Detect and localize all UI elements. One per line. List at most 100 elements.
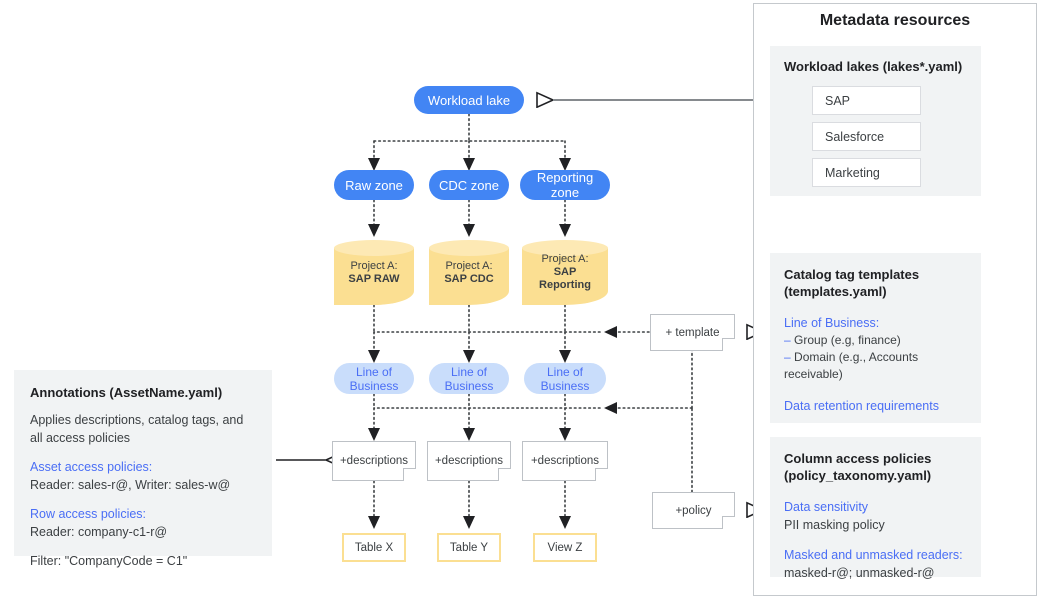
node-cdc-zone[interactable]: CDC zone: [429, 170, 509, 200]
arrowhead-template-bus: [368, 326, 617, 363]
node-descriptions-1-label: +descriptions: [339, 455, 409, 467]
node-project-sap-cdc[interactable]: Project A: SAP CDC: [429, 240, 509, 305]
node-lob-2-line1: Line of: [450, 364, 488, 379]
arrowheads-assets: [368, 516, 571, 529]
masked-readers-value: masked-r@; unmasked-r@: [784, 566, 935, 580]
annotations-panel: Annotations (AssetName.yaml) Applies des…: [14, 370, 272, 568]
node-policy-note[interactable]: +policy: [652, 492, 735, 529]
node-project-sap-reporting[interactable]: Project A: SAP Reporting: [522, 240, 608, 305]
workload-lakes-heading: Workload lakes (lakes*.yaml): [784, 59, 963, 74]
node-lob-2[interactable]: Line of Business: [429, 363, 509, 394]
node-lob-1[interactable]: Line of Business: [334, 363, 414, 394]
note-fold-edge: [722, 516, 735, 529]
node-project-sap-reporting-label: Project A: SAP Reporting: [522, 240, 608, 305]
node-project-sap-cdc-label: Project A: SAP CDC: [429, 240, 509, 305]
annotations-description-line1: Applies descriptions, catalog tags, and: [30, 413, 244, 427]
project-cdc-line1: Project A:: [445, 259, 493, 272]
connector-workloadlake-to-zones: [373, 113, 566, 161]
note-fold-edge: [498, 468, 511, 481]
bullet-mark: –: [784, 350, 791, 364]
lake-item-salesforce-label: Salesforce: [825, 129, 885, 144]
node-table-x-label: Table X: [354, 541, 394, 554]
row-access-policies-value: Reader: company-c1-r@: [30, 525, 168, 539]
node-project-sap-raw-label: Project A: SAP RAW: [334, 240, 414, 305]
template-bullet-group: – Group (e.g, finance): [784, 332, 967, 349]
data-sensitivity-label: Data sensitivity: [784, 500, 869, 514]
node-raw-zone-label: Raw zone: [345, 177, 403, 193]
node-reporting-zone[interactable]: Reporting zone: [520, 170, 610, 200]
arrowhead-policy-bus: [368, 402, 617, 441]
project-rep-line1: Project A:: [541, 253, 589, 265]
cylinder-body: [429, 248, 509, 305]
data-retention-requirements-label: Data retention requirements: [784, 399, 939, 413]
workload-lakes-panel: Workload lakes (lakes*.yaml): [770, 46, 981, 196]
node-descriptions-3[interactable]: +descriptions: [522, 441, 608, 481]
row-filter-value: Filter: "CompanyCode = C1": [30, 554, 188, 568]
connector-zones-to-projects: [373, 199, 566, 227]
connector-descriptions-to-assets: [373, 480, 566, 519]
project-raw-line1: Project A:: [350, 259, 398, 272]
row-access-policies-label: Row access policies:: [30, 507, 147, 521]
node-template-note[interactable]: + template: [650, 314, 735, 351]
catalog-templates-heading-line2: (templates.yaml): [784, 284, 887, 299]
node-lob-3-line1: Line of: [546, 364, 584, 379]
lake-item-sap-label: SAP: [825, 93, 851, 108]
node-lob-3-line2: Business: [540, 378, 590, 393]
asset-access-policies-value: Reader: sales-r@, Writer: sales-w@: [30, 478, 231, 492]
bullet-mark: –: [784, 333, 791, 347]
cylinder-top: [522, 240, 608, 256]
node-project-sap-raw[interactable]: Project A: SAP RAW: [334, 240, 414, 305]
node-raw-zone[interactable]: Raw zone: [334, 170, 414, 200]
template-bullet-domain: – Domain (e.g., Accounts receivable): [784, 349, 967, 383]
cylinder-top: [429, 240, 509, 256]
node-descriptions-1[interactable]: +descriptions: [332, 441, 416, 481]
annotations-description: Applies descriptions, catalog tags, and …: [30, 411, 256, 447]
node-table-y-label: Table Y: [449, 541, 489, 554]
template-bullet-domain-label: Domain (e.g., Accounts receivable): [784, 350, 919, 381]
project-cdc-line2: SAP CDC: [444, 272, 494, 285]
project-rep-line2: SAP: [553, 266, 577, 278]
lake-item-marketing-label: Marketing: [825, 165, 880, 180]
catalog-tag-templates-panel: Catalog tag templates (templates.yaml) L…: [770, 253, 981, 423]
column-policies-heading-line1: Column access policies: [784, 451, 932, 466]
note-fold-edge: [595, 468, 608, 481]
line-of-business-label: Line of Business:: [784, 316, 880, 330]
node-view-z[interactable]: View Z: [533, 533, 597, 562]
cylinder-top: [334, 240, 414, 256]
lake-item-sap[interactable]: SAP: [812, 86, 921, 115]
project-rep-line3: Reporting: [539, 279, 591, 291]
column-policies-heading-line2: (policy_taxonomy.yaml): [784, 468, 932, 483]
metadata-resources-title: Metadata resources: [819, 12, 971, 29]
annotations-description-line2: all access policies: [30, 431, 131, 445]
node-lob-3[interactable]: Line of Business: [524, 363, 606, 394]
masked-readers-label: Masked and unmasked readers:: [784, 548, 963, 562]
node-descriptions-2[interactable]: +descriptions: [427, 441, 511, 481]
note-fold-edge: [403, 468, 416, 481]
lake-item-marketing[interactable]: Marketing: [812, 158, 921, 187]
node-lob-1-line2: Business: [349, 378, 399, 393]
node-cdc-zone-label: CDC zone: [439, 177, 499, 193]
project-raw-line2: SAP RAW: [348, 272, 400, 285]
column-access-policies-panel: Column access policies (policy_taxonomy.…: [770, 437, 981, 580]
node-table-x[interactable]: Table X: [342, 533, 406, 562]
node-descriptions-2-label: +descriptions: [434, 455, 504, 467]
template-bullet-group-label: Group (e.g, finance): [794, 333, 901, 347]
arrowheads-projects: [368, 224, 571, 237]
node-view-z-label: View Z: [547, 541, 583, 554]
connector-template-bus: [373, 304, 650, 353]
node-lob-1-line1: Line of: [355, 364, 393, 379]
node-workload-lake[interactable]: Workload lake: [414, 86, 524, 114]
node-table-y[interactable]: Table Y: [437, 533, 501, 562]
lake-item-salesforce[interactable]: Salesforce: [812, 122, 921, 151]
node-policy-note-label: +policy: [675, 504, 712, 517]
cylinder-body: [334, 248, 414, 305]
node-reporting-zone-label-line1: Reporting: [536, 170, 594, 185]
annotations-heading: Annotations (AssetName.yaml): [30, 385, 223, 400]
node-lob-2-line2: Business: [444, 378, 494, 393]
data-sensitivity-value: PII masking policy: [784, 518, 885, 532]
catalog-templates-heading-line1: Catalog tag templates: [784, 267, 920, 282]
node-workload-lake-label: Workload lake: [427, 92, 511, 108]
node-descriptions-3-label: +descriptions: [530, 455, 600, 467]
asset-access-policies-label: Asset access policies:: [30, 460, 153, 474]
